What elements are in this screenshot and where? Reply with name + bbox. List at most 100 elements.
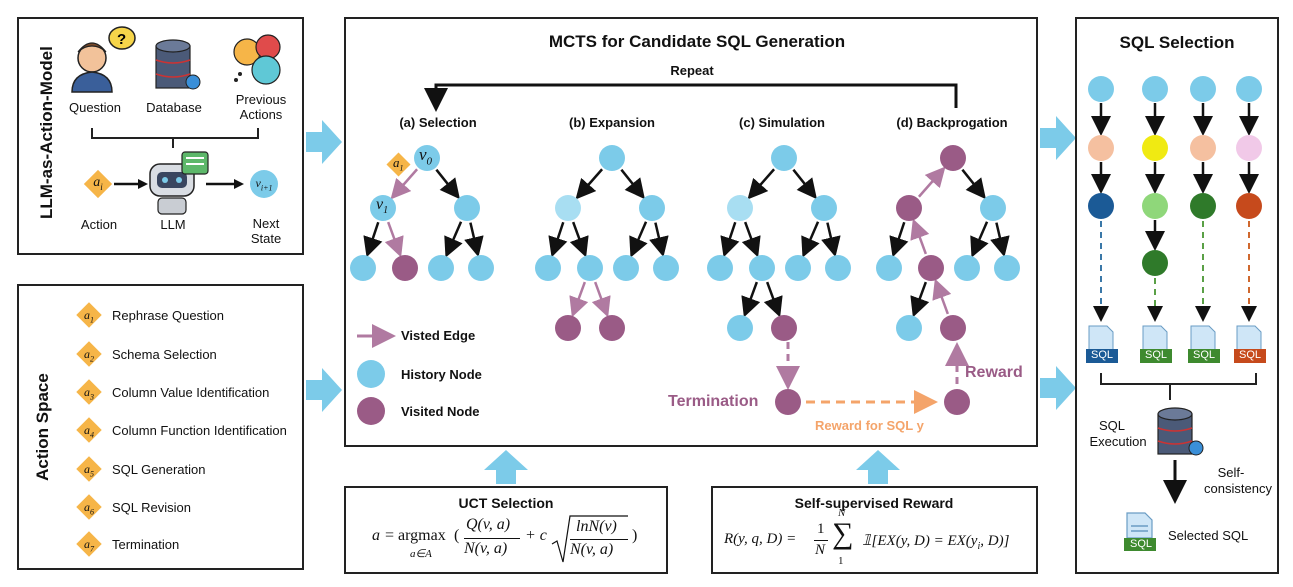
repeat-label: Repeat bbox=[670, 63, 714, 78]
v0-label: v0 bbox=[419, 145, 433, 168]
arrow-action-to-mcts bbox=[306, 368, 342, 412]
visited-edge bbox=[569, 281, 589, 318]
tree-edge bbox=[464, 222, 484, 258]
sql-file-icon bbox=[1140, 325, 1172, 363]
tree-edge bbox=[990, 222, 1010, 258]
tree-edge bbox=[569, 221, 589, 258]
tree-edge bbox=[910, 281, 930, 318]
visited-edge bbox=[932, 278, 952, 315]
tree-edge bbox=[747, 168, 776, 200]
tree-edge bbox=[444, 221, 463, 258]
tree-node bbox=[771, 145, 797, 171]
stage-label: (a) Selection bbox=[399, 115, 477, 130]
candidate-node bbox=[1190, 193, 1216, 219]
visited-edge bbox=[591, 281, 611, 318]
a1-label: a1 bbox=[393, 155, 404, 173]
tree-node bbox=[535, 255, 561, 281]
action-item-label: Termination bbox=[112, 536, 180, 552]
sql-badge-text: SQL bbox=[1091, 349, 1114, 361]
uct-selection-panel bbox=[344, 486, 668, 574]
tree-node bbox=[392, 255, 418, 281]
tree-node bbox=[599, 145, 625, 171]
database-icon bbox=[155, 39, 201, 90]
tree-node bbox=[577, 255, 603, 281]
self-consistency-label-line1: Self- bbox=[1217, 465, 1245, 480]
sql-badge-text: SQL bbox=[1145, 349, 1168, 361]
sql-file-icon bbox=[1086, 325, 1118, 363]
tree-edge bbox=[821, 222, 841, 258]
visited-edge bbox=[390, 168, 419, 200]
legend-visited-node bbox=[357, 397, 385, 425]
action-item-label: Column Value Identification bbox=[112, 384, 270, 400]
sql-file-icon bbox=[1234, 325, 1266, 363]
candidate-node bbox=[1142, 193, 1168, 219]
candidate-node bbox=[1236, 193, 1262, 219]
tree-node bbox=[980, 195, 1006, 221]
mcts-title: MCTS for Candidate SQL Generation bbox=[548, 32, 846, 51]
visited-edge bbox=[917, 166, 946, 198]
sql-badge-text: SQL bbox=[1193, 349, 1216, 361]
stage-label: (b) Expansion bbox=[569, 115, 655, 130]
legend-visited-edge-label: Visted Edge bbox=[401, 328, 476, 343]
tree-edge bbox=[741, 281, 761, 318]
v1-label: v1 bbox=[376, 196, 389, 217]
tree-node bbox=[811, 195, 837, 221]
tree-node bbox=[613, 255, 639, 281]
legend-history-node bbox=[357, 360, 385, 388]
tree-node bbox=[785, 255, 811, 281]
tree-node bbox=[555, 195, 581, 221]
arrow-uct-to-mcts bbox=[484, 450, 528, 484]
arrow-reward-to-mcts bbox=[856, 450, 900, 484]
action-space-panel bbox=[17, 284, 304, 570]
tree-node bbox=[825, 255, 851, 281]
reward-label: Reward bbox=[965, 364, 1023, 381]
tree-node bbox=[727, 195, 753, 221]
action-label: Action bbox=[80, 217, 118, 232]
tree-node bbox=[370, 195, 396, 221]
tree-node bbox=[653, 255, 679, 281]
arrow-mcts-to-selection-bottom bbox=[1040, 366, 1076, 410]
tree-node bbox=[896, 315, 922, 341]
tree-node bbox=[414, 145, 440, 171]
visited-edge bbox=[910, 218, 930, 255]
tree-node bbox=[749, 255, 775, 281]
action-item-label: SQL Revision bbox=[112, 499, 191, 515]
candidate-node bbox=[1236, 135, 1262, 161]
tree-node bbox=[771, 315, 797, 341]
stage-label: (d) Backprogation bbox=[896, 115, 1008, 130]
termination-node bbox=[775, 389, 801, 415]
selected-sql-file-icon bbox=[1124, 512, 1156, 551]
self-supervised-reward-panel bbox=[711, 486, 1038, 574]
action-item-label: Schema Selection bbox=[112, 346, 217, 362]
sql-execution-label-line1: SQL bbox=[1098, 418, 1126, 433]
action-item-label: Rephrase Question bbox=[112, 307, 225, 323]
tree-edge bbox=[548, 221, 568, 258]
robot-llm-icon bbox=[149, 151, 209, 215]
tree-node bbox=[940, 145, 966, 171]
reward-formula: R(y, q, D) = 1 N N ∑ 1 𝟙[EX(y, D) = EX(y… bbox=[724, 507, 1010, 567]
tree-node bbox=[994, 255, 1020, 281]
database-label: Database bbox=[146, 100, 202, 115]
stage-label: (c) Simulation bbox=[739, 115, 825, 130]
tree-node bbox=[896, 195, 922, 221]
uct-title: UCT Selection bbox=[458, 495, 554, 511]
question-label: Question bbox=[68, 100, 122, 115]
tree-edge bbox=[649, 222, 669, 258]
tree-node bbox=[707, 255, 733, 281]
selected-sql-label: Selected SQL bbox=[1168, 528, 1249, 543]
tree-edge bbox=[629, 221, 648, 258]
legend-visited-node-label: Visited Node bbox=[401, 404, 480, 419]
termination-label: Termination bbox=[668, 393, 759, 410]
tree-edge bbox=[741, 221, 761, 258]
tree-edge bbox=[363, 221, 383, 258]
next-state-symbol: vi+1 bbox=[255, 176, 273, 193]
tree-node bbox=[350, 255, 376, 281]
tree-node bbox=[468, 255, 494, 281]
tree-edge bbox=[720, 221, 740, 258]
reward-for-sql-label: Reward for SQL y bbox=[815, 418, 924, 433]
